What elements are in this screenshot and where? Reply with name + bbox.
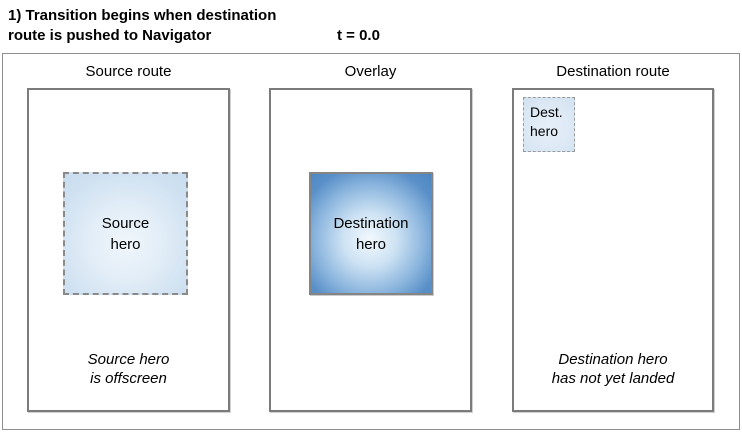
overlay-title: Overlay	[344, 63, 397, 80]
source-hero-box: Source hero	[63, 172, 188, 295]
source-route-title: Source route	[85, 63, 172, 80]
overlay-destination-hero-box: Destination hero	[309, 172, 433, 295]
source-hero-caption: Source hero is offscreen	[87, 351, 170, 387]
figure-title: 1) Transition begins when destination ro…	[8, 7, 277, 44]
destination-hero-caption: Destination hero has not yet landed	[551, 351, 675, 387]
time-value-label: t = 0.0	[337, 27, 380, 44]
destination-route-title: Destination route	[556, 63, 670, 80]
destination-hero-box: Dest. hero	[523, 97, 575, 152]
